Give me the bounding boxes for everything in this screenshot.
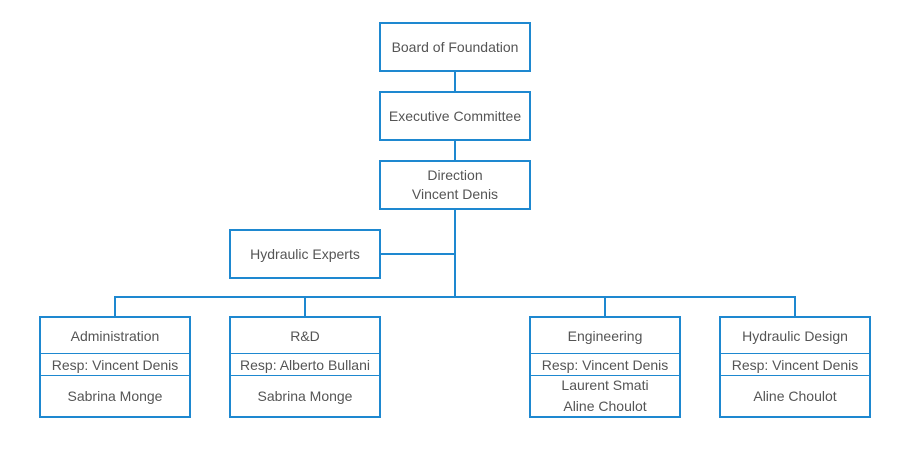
connector-board-executive: [454, 71, 456, 92]
dept-title: Hydraulic Design: [742, 327, 848, 344]
connector-experts: [379, 253, 455, 255]
dept-member: Laurent Smati: [561, 377, 649, 393]
connector-drop-rnd: [304, 296, 306, 317]
experts-label: Hydraulic Experts: [250, 245, 360, 262]
dept-title: Engineering: [567, 327, 643, 344]
direction-node: Direction Vincent Denis: [379, 160, 531, 210]
experts-node: Hydraulic Experts: [229, 229, 381, 279]
dept-member: Sabrina Monge: [67, 387, 163, 404]
dept-hydraulic-design: Hydraulic Design Resp: Vincent Denis Ali…: [719, 316, 871, 418]
connector-drop-engineering: [604, 296, 606, 317]
dept-members: Laurent Smati Aline Choulot: [531, 376, 679, 416]
dept-member: Sabrina Monge: [257, 387, 353, 404]
connector-horizontal-bus: [114, 296, 796, 298]
dept-resp: Resp: Alberto Bullani: [231, 353, 379, 376]
connector-direction-trunk: [454, 209, 456, 297]
dept-administration: Administration Resp: Vincent Denis Sabri…: [39, 316, 191, 418]
connector-drop-administration: [114, 296, 116, 317]
dept-member: Aline Choulot: [563, 398, 647, 414]
executive-node: Executive Committee: [379, 91, 531, 141]
dept-resp: Resp: Vincent Denis: [721, 353, 869, 376]
dept-resp: Resp: Vincent Denis: [531, 353, 679, 376]
board-label: Board of Foundation: [391, 38, 519, 55]
board-node: Board of Foundation: [379, 22, 531, 72]
dept-members: Sabrina Monge: [231, 376, 379, 416]
dept-title: Administration: [70, 327, 160, 344]
dept-title: R&D: [290, 327, 320, 344]
connector-drop-hydraulic-design: [794, 296, 796, 317]
dept-rnd: R&D Resp: Alberto Bullani Sabrina Monge: [229, 316, 381, 418]
dept-members: Sabrina Monge: [41, 376, 189, 416]
direction-title: Direction: [427, 167, 483, 183]
connector-executive-direction: [454, 140, 456, 161]
dept-member: Aline Choulot: [753, 387, 837, 404]
executive-label: Executive Committee: [388, 107, 522, 124]
dept-members: Aline Choulot: [721, 376, 869, 416]
dept-resp: Resp: Vincent Denis: [41, 353, 189, 376]
direction-name: Vincent Denis: [411, 186, 499, 202]
dept-engineering: Engineering Resp: Vincent Denis Laurent …: [529, 316, 681, 418]
